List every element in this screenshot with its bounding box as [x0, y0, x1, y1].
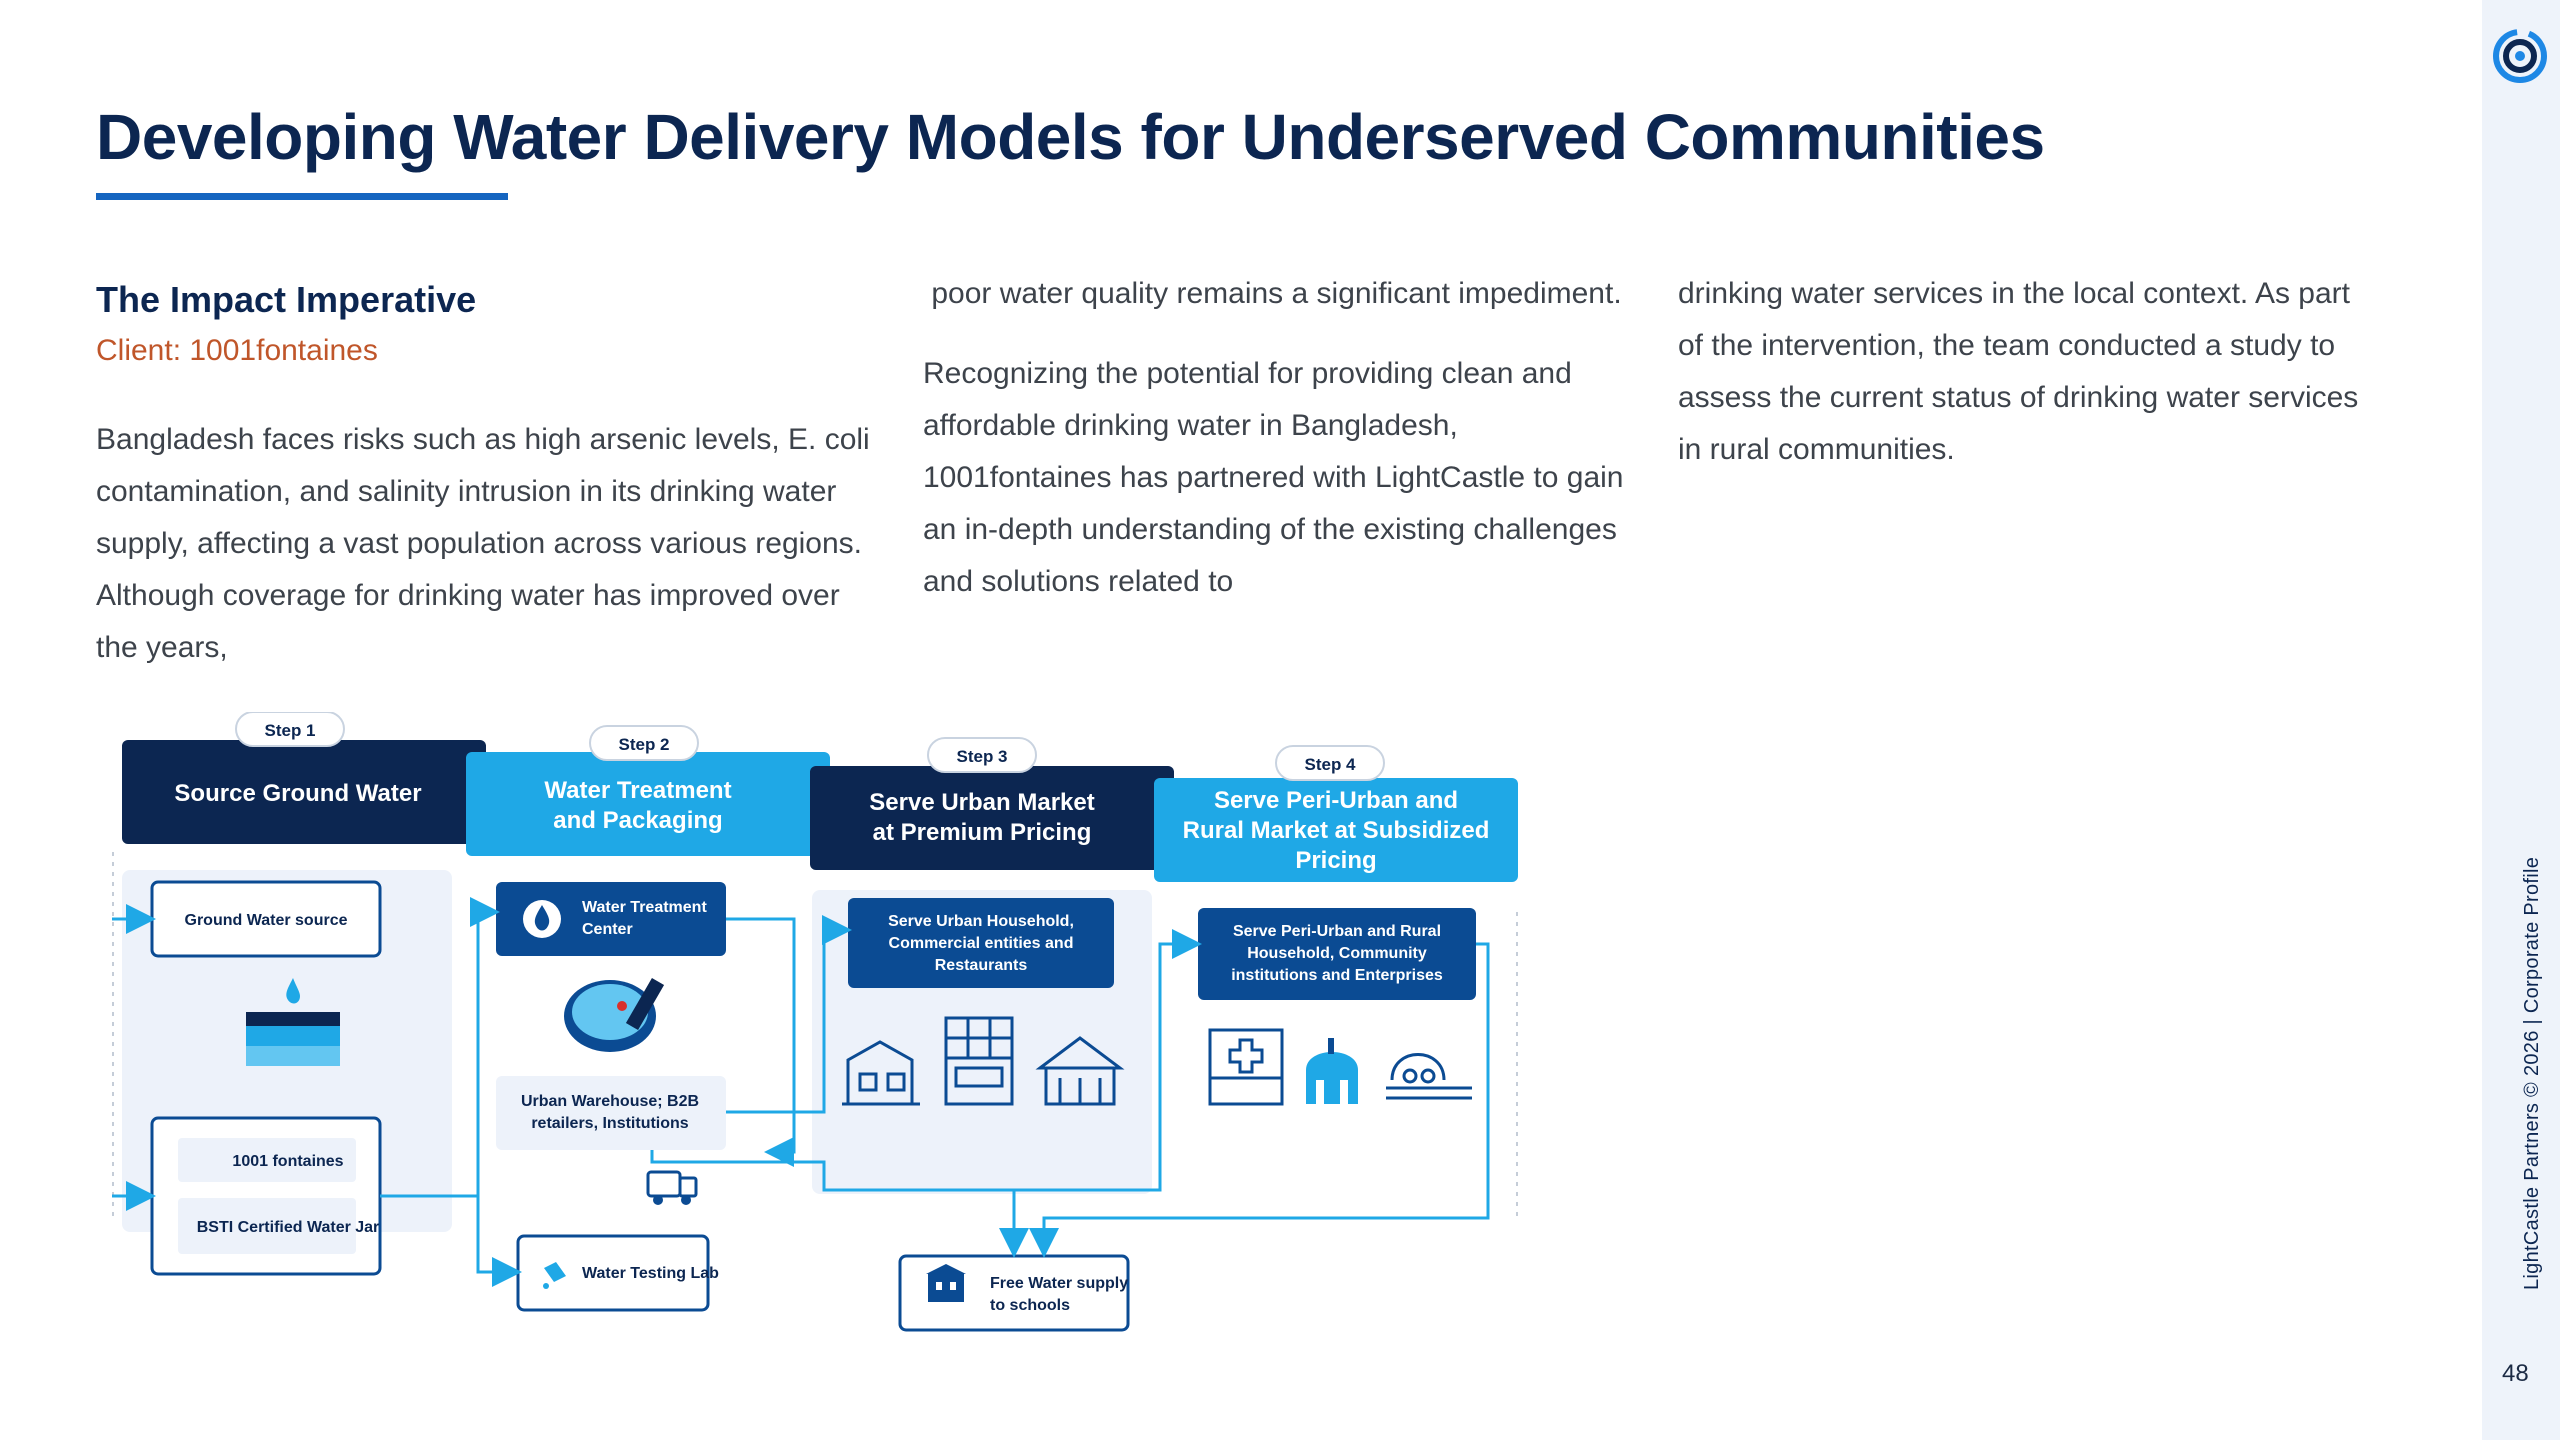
step4-title-line1: Serve Peri-Urban and	[1214, 787, 1458, 814]
page-title: Developing Water Delivery Models for Und…	[96, 101, 2045, 173]
peri-urban-box	[1198, 908, 1476, 1000]
paragraph: poor water quality remains a significant…	[923, 277, 1622, 310]
treatment-pool-icon	[564, 977, 665, 1052]
water-delivery-diagram: Step 1 Step 2 Step 3 Step 4 Source Groun…	[110, 711, 1530, 1348]
shop-icon	[1035, 1036, 1125, 1106]
hospital-icon	[1208, 1028, 1284, 1106]
section-heading: The Impact Imperative	[96, 279, 477, 320]
step1-box	[122, 740, 486, 844]
step1-badge	[235, 711, 345, 747]
house-icon	[842, 1040, 920, 1106]
treatment-center-box	[496, 882, 726, 956]
brand-label: 1001 fontaines	[232, 1153, 343, 1170]
peri-urban-line1: Serve Peri-Urban and Rural	[1233, 923, 1441, 940]
step3-badge-text: Step 3	[956, 747, 1007, 766]
ground-water-source-label: Ground Water source	[185, 912, 348, 929]
urban-households-line3: Restaurants	[935, 957, 1028, 974]
text-column-2: poor water quality remains a significant…	[923, 268, 1643, 636]
urban-households-box	[848, 898, 1114, 988]
lightcastle-logo-icon	[2490, 26, 2550, 86]
factory-icon	[1386, 1053, 1472, 1100]
mosque-icon	[1306, 1038, 1358, 1104]
step2-badge	[589, 725, 699, 761]
urban-warehouse-box	[496, 1076, 726, 1150]
lab-icon	[544, 1262, 566, 1282]
client-label: Client: 1001fontaines	[96, 334, 378, 367]
school-icon	[926, 1264, 966, 1302]
urban-warehouse-line2: retailers, Institutions	[531, 1115, 688, 1132]
step1-badge-text: Step 1	[264, 721, 315, 740]
testing-lab-label: Water Testing Lab	[582, 1265, 719, 1282]
paragraph: Recognizing the potential for providing …	[923, 357, 1624, 598]
step1-title: Source Ground Water	[174, 780, 421, 807]
step4-title-line2: Rural Market at Subsidized	[1183, 817, 1490, 844]
paragraph: drinking water services in the local con…	[1678, 277, 2359, 466]
step3-box	[810, 766, 1174, 870]
step3-badge	[927, 737, 1037, 773]
step4-box	[1154, 778, 1518, 882]
text-column-3: drinking water services in the local con…	[1678, 268, 2368, 504]
free-water-line1: Free Water supply	[990, 1275, 1128, 1292]
treatment-center-line2: Center	[582, 921, 633, 938]
jar-label: BSTI Certified Water Jar	[197, 1219, 380, 1236]
step2-title-line2: and Packaging	[553, 807, 722, 834]
treatment-center-line1: Water Treatment	[582, 899, 707, 916]
urban-warehouse-line1: Urban Warehouse; B2B	[521, 1093, 699, 1110]
step3-title-line1: Serve Urban Market	[869, 789, 1094, 816]
building-icon	[944, 1016, 1014, 1106]
peri-urban-line2: Household, Community	[1247, 945, 1427, 962]
step4-badge-text: Step 4	[1304, 755, 1356, 774]
free-water-line2: to schools	[990, 1297, 1070, 1314]
truck-icon	[646, 1170, 698, 1205]
title-underline	[96, 193, 508, 200]
footer-text: LightCastle Partners © 2026 | Corporate …	[2521, 856, 2543, 1290]
text-column-1: The Impact Imperative Client: 1001fontai…	[96, 272, 876, 702]
step3-title-line2: at Premium Pricing	[873, 819, 1092, 846]
page-number: 48	[2502, 1360, 2529, 1387]
peri-urban-line3: institutions and Enterprises	[1231, 967, 1443, 984]
water-drop-icon	[534, 905, 550, 931]
step4-badge	[1275, 745, 1385, 781]
step2-badge-text: Step 2	[618, 735, 669, 754]
right-sidebar	[2482, 0, 2560, 1440]
paragraph: Bangladesh faces risks such as high arse…	[96, 423, 870, 664]
step2-box	[466, 752, 830, 856]
urban-households-line2: Commercial entities and	[889, 935, 1074, 952]
water-source-icon	[246, 978, 340, 1066]
urban-households-line1: Serve Urban Household,	[888, 913, 1074, 930]
step2-title-line1: Water Treatment	[544, 777, 731, 804]
step4-title-line3: Pricing	[1295, 847, 1376, 874]
